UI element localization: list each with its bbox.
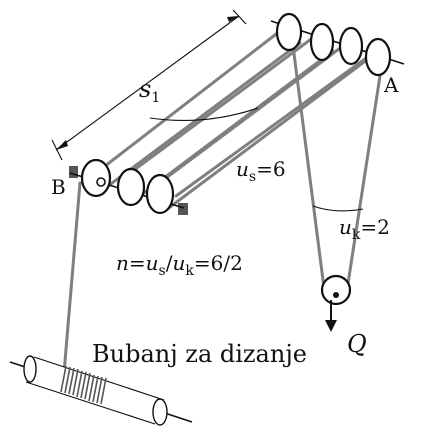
rope-strand (94, 26, 286, 175)
rope-to-hook (290, 36, 326, 290)
sheave (80, 158, 112, 198)
anchor-label: A (383, 73, 399, 97)
sheave (364, 37, 392, 77)
right-mount-bracket (178, 203, 188, 215)
sheave (116, 167, 146, 207)
rope-to-drum (61, 181, 82, 387)
rope-to-hook (345, 61, 384, 292)
rope-strand (124, 32, 320, 178)
us-angle-arc (149, 107, 259, 121)
fixed-end-label: B (51, 175, 66, 199)
sheave (338, 26, 364, 66)
arrow-head (227, 16, 239, 22)
rope-strand (98, 41, 302, 194)
uk-angle-arc (312, 205, 364, 212)
sheave (320, 274, 352, 306)
sheave (145, 173, 175, 215)
hoisting-drum (9, 355, 193, 426)
sheave (309, 22, 335, 62)
rope-strand (164, 60, 366, 212)
us-label: us=6 (236, 157, 286, 185)
rope-windings (60, 365, 107, 405)
arrow-head (56, 140, 68, 150)
drum-label: Bubanj za dizanje (92, 340, 307, 368)
sheave (275, 12, 303, 52)
load-label: Q (347, 330, 367, 358)
rope-strands (61, 26, 384, 387)
drum-edge (33, 356, 165, 401)
rope-strand (156, 38, 353, 186)
left-sheave-block (69, 158, 188, 215)
sheave-hub (333, 292, 339, 298)
drum-end (152, 398, 168, 426)
right-sheave-block (270, 12, 405, 77)
uk-label: uk=2 (339, 215, 390, 243)
dimension-line (55, 15, 240, 151)
span-label: s1 (139, 75, 160, 106)
sheave-hub (96, 177, 106, 187)
hook-pulley (320, 274, 352, 332)
transmission-ratio: n=us/uk=6/2 (116, 251, 243, 279)
drum-end (23, 355, 37, 383)
extension-line (51, 139, 63, 161)
left-mount-bracket (69, 166, 78, 178)
load-arrow-head (325, 320, 337, 332)
span-dimension (51, 9, 247, 161)
extension-line (232, 9, 247, 25)
drum-edge (25, 381, 156, 425)
rope-strand (174, 46, 382, 198)
